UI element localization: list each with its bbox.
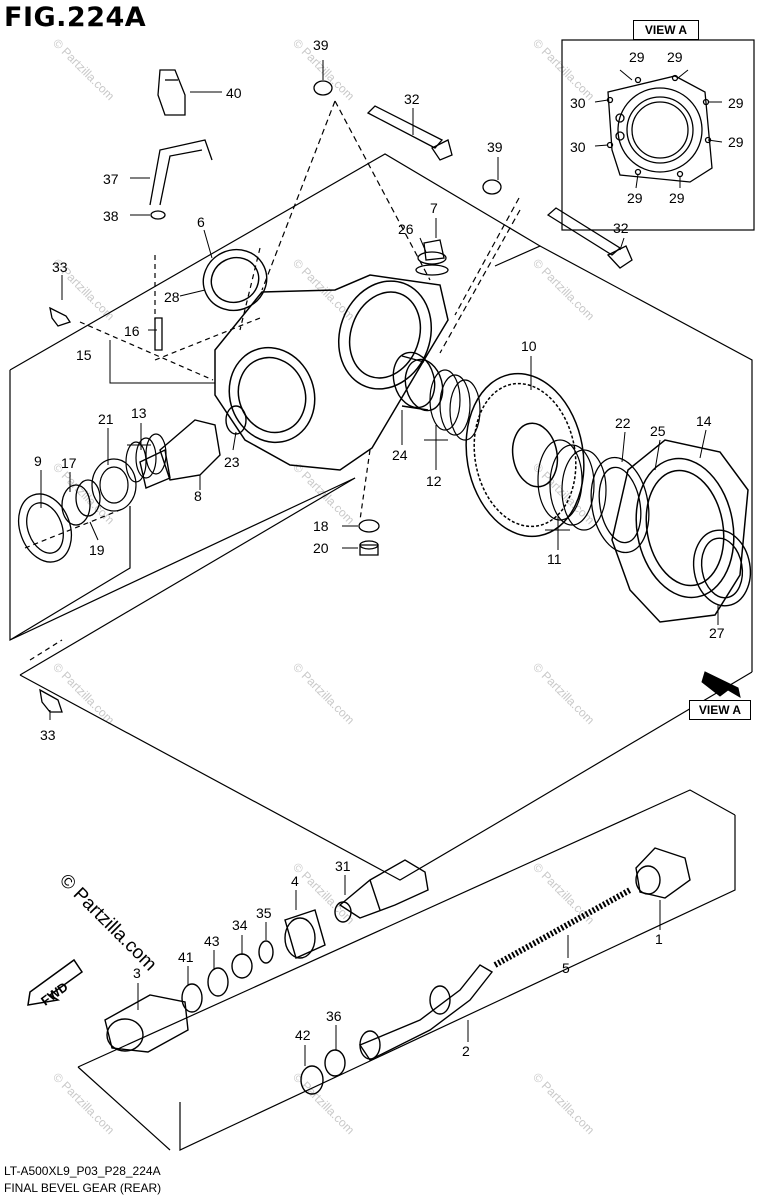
callout: 10 [521,338,537,354]
callout: 18 [313,518,329,534]
callout: 42 [295,1027,311,1043]
callout: 41 [178,949,194,965]
callout: 12 [426,473,442,489]
callout: 34 [232,917,248,933]
callout: 13 [131,405,147,421]
callout: 19 [89,542,105,558]
callout: 28 [164,289,180,305]
callout: 31 [335,858,351,874]
callout: 36 [326,1008,342,1024]
callout: 21 [98,411,114,427]
view-arrow-icon [701,671,741,699]
callout: 37 [103,171,119,187]
callout: 24 [392,447,408,463]
callout: 29 [669,190,685,206]
callout: 29 [728,95,744,111]
callout: 2 [462,1043,470,1059]
callout: 27 [709,625,725,641]
caption-code: LT-A500XL9_P03_P28_224A [4,1164,161,1178]
callout: 17 [61,455,77,471]
callout: 1 [655,931,663,947]
view-a-label: VIEW A [633,20,699,40]
callout: 16 [124,323,140,339]
callouts: 39 40 32 37 38 6 33 28 16 15 39 7 26 32 … [34,37,725,1059]
callout: 26 [398,221,414,237]
callout: 6 [197,214,205,230]
callout: 15 [76,347,92,363]
callout: 3 [133,965,141,981]
callout: 39 [313,37,329,53]
callout: 8 [194,488,202,504]
callout: 33 [52,259,68,275]
callout: 32 [404,91,420,107]
callout: 9 [34,453,42,469]
callout: 22 [615,415,631,431]
view-a-callouts: 29 29 30 29 30 29 29 29 [570,49,744,206]
callout: 29 [728,134,744,150]
callout: 30 [570,95,586,111]
callout: 29 [629,49,645,65]
callout: 4 [291,873,299,889]
fwd-arrow-icon [27,958,84,1006]
callout: 35 [256,905,272,921]
callout: 25 [650,423,666,439]
figure-title: FIG.224A [4,2,147,33]
callout: 5 [562,960,570,976]
callout: 30 [570,139,586,155]
callout: 39 [487,139,503,155]
callout: 7 [430,200,438,216]
callout: 14 [696,413,712,429]
callout: 11 [547,551,562,567]
callout: 32 [613,220,629,236]
callout: 29 [627,190,643,206]
callout: 33 [40,727,56,743]
caption-title: FINAL BEVEL GEAR (REAR) [4,1181,162,1195]
callout: 20 [313,540,329,556]
view-a-pointer-label: VIEW A [689,700,751,720]
callout: 43 [204,933,220,949]
callout: 23 [224,454,240,470]
callout: 38 [103,208,119,224]
callout: 40 [226,85,242,101]
callout: 29 [667,49,683,65]
